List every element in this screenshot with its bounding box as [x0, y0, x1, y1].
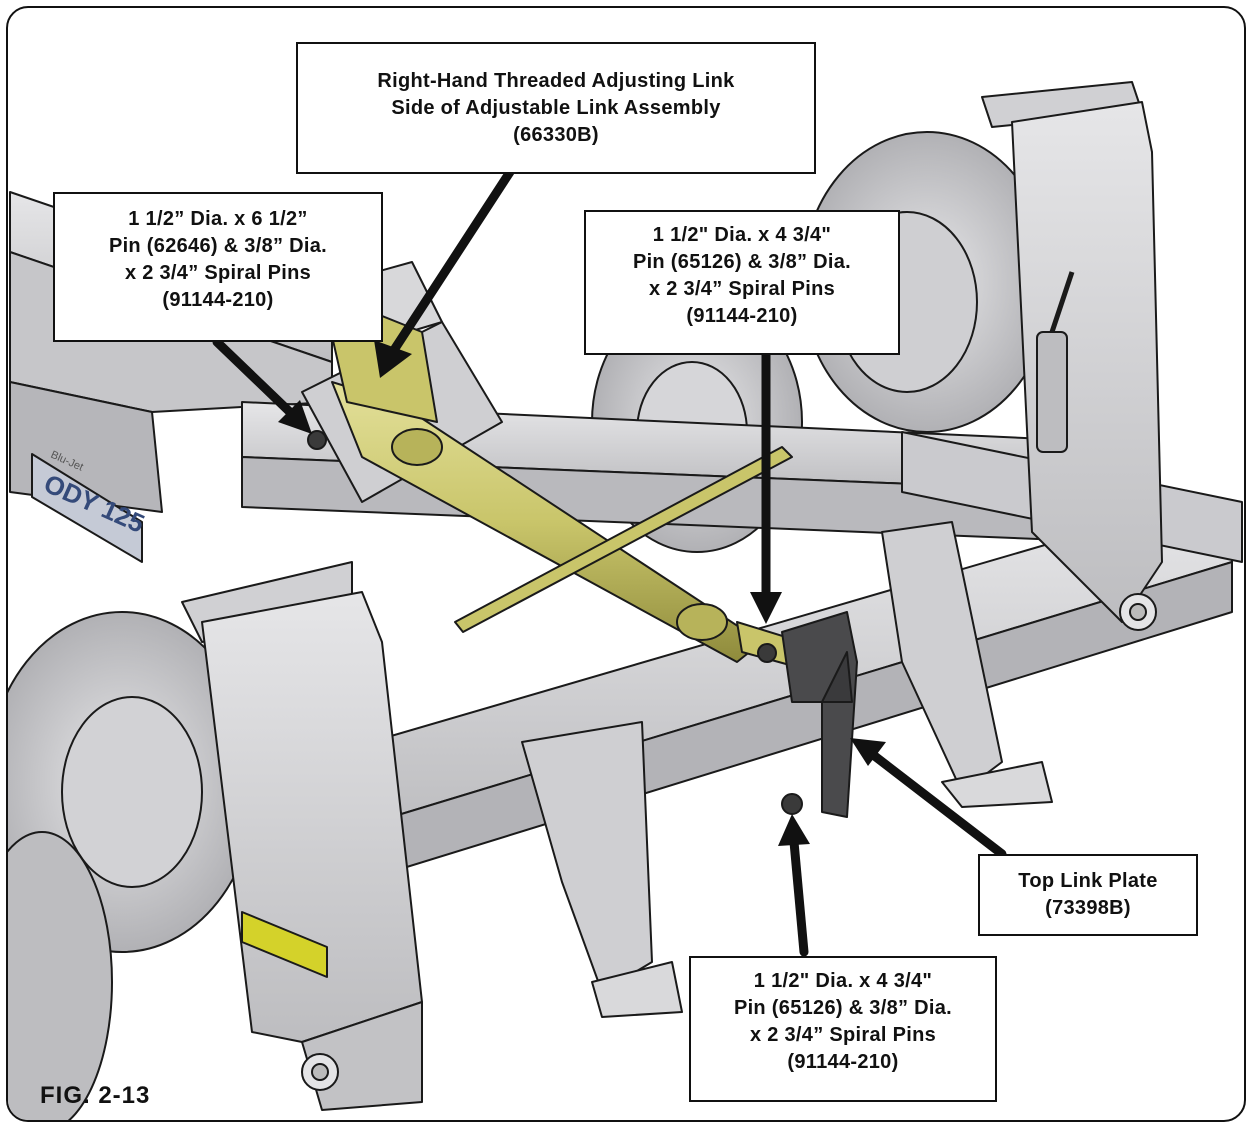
- leader-pin-65126-upper: [750, 341, 782, 624]
- leader-adjusting-link: [374, 167, 515, 378]
- machine-drawing: ODY 125 Blu-Jet: [8, 81, 1243, 1120]
- callout-line: (73398B): [1045, 897, 1131, 919]
- callout-line: 1 1/2" Dia. x 4 3/4": [753, 970, 933, 992]
- callout-adjusting-link: Right-Hand Threaded Adjusting Link Side …: [296, 42, 816, 174]
- callout-line: 1 1/2" Dia. x 4 3/4": [652, 224, 832, 246]
- right-upright-bracket: [981, 81, 1163, 631]
- pins: [307, 430, 803, 815]
- callout-line: 1 1/2” Dia. x 6 1/2”: [128, 208, 308, 230]
- figure-frame: ODY 125 Blu-Jet: [6, 6, 1246, 1122]
- callout-pin-62646: 1 1/2” Dia. x 6 1/2” Pin (62646) & 3/8” …: [53, 192, 383, 342]
- leader-pin-65126-lower: [778, 814, 810, 957]
- figure-label: FIG. 2-13: [40, 1082, 151, 1109]
- callout-line: Pin (62646) & 3/8” Dia.: [108, 235, 328, 257]
- callout-top-link-plate: Top Link Plate (73398B): [978, 854, 1198, 936]
- callout-line: Side of Adjustable Link Assembly: [391, 97, 721, 119]
- left-upright-bracket: [181, 561, 423, 1111]
- top-link-plate-part: [781, 611, 858, 818]
- leader-pin-62646: [212, 337, 312, 434]
- adjusting-handle-bar: [454, 446, 793, 633]
- right-spring: [1036, 271, 1075, 453]
- callout-line: (91144-210): [787, 1051, 899, 1073]
- callout-line: Top Link Plate: [1018, 870, 1158, 892]
- callout-line: x 2 3/4” Spiral Pins: [749, 1024, 937, 1046]
- leader-top-link-plate: [850, 738, 1007, 859]
- callout-line: Right-Hand Threaded Adjusting Link: [377, 70, 735, 92]
- callout-line: (91144-210): [162, 289, 274, 311]
- callout-pin-65126-lower: 1 1/2" Dia. x 4 3/4" Pin (65126) & 3/8” …: [689, 956, 997, 1102]
- tongue-decal: [31, 453, 143, 563]
- callout-line: x 2 3/4” Spiral Pins: [124, 262, 312, 284]
- front-left-tire: [8, 611, 258, 1120]
- callout-line: (66330B): [513, 124, 599, 146]
- callout-line: x 2 3/4” Spiral Pins: [648, 278, 836, 300]
- callout-pin-65126-upper: 1 1/2" Dia. x 4 3/4" Pin (65126) & 3/8” …: [584, 210, 900, 355]
- callout-line: Pin (65126) & 3/8” Dia.: [733, 997, 953, 1019]
- callout-line: (91144-210): [686, 305, 798, 327]
- callout-line: Pin (65126) & 3/8” Dia.: [632, 251, 852, 273]
- hitch-brackets: [521, 521, 1053, 1018]
